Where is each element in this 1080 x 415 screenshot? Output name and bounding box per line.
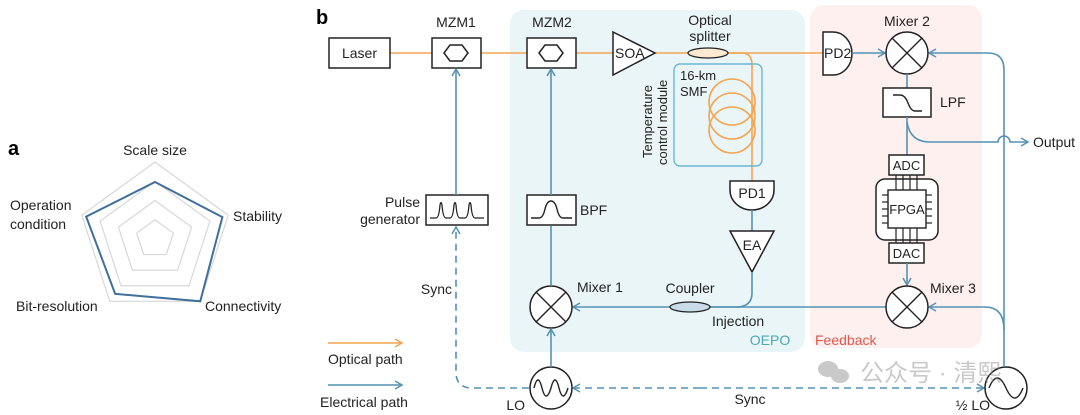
radar-grid	[81, 161, 229, 302]
sine-icon	[988, 377, 1024, 399]
photodetector-pd2	[822, 31, 853, 76]
lo-to-mixer3-line	[927, 302, 1005, 331]
fiber-coil	[708, 78, 756, 126]
pd1-label: PD1	[738, 185, 765, 201]
pulse-icon	[430, 201, 484, 219]
fiber-coil	[708, 92, 756, 140]
radar-grid-ring	[117, 199, 193, 271]
lo-oscillator	[529, 366, 573, 410]
axis-label-scale-size: Scale size	[123, 142, 187, 158]
lo-to-mixer2-line	[927, 48, 1005, 367]
axis-label-stability: Stability	[233, 208, 282, 224]
axis-label-connectivity: Connectivity	[205, 298, 281, 314]
bpf-box	[526, 194, 577, 226]
coupler	[669, 301, 711, 313]
mixer3	[885, 285, 929, 329]
radar-grid-ring	[135, 219, 175, 256]
pd2-label: PD2	[824, 45, 851, 61]
watermark-text: 公众号 · 清熙	[860, 360, 1001, 387]
sine-icon	[533, 379, 569, 397]
watermark: 公众号 · 清熙	[818, 360, 1001, 387]
fiber-label-2: SMF	[680, 84, 708, 99]
laser-box	[328, 37, 391, 69]
dac-label: DAC	[893, 246, 920, 261]
radar-series	[84, 180, 224, 303]
fpga-core	[887, 189, 927, 229]
bpf-label: BPF	[580, 202, 607, 218]
bandpass-icon	[531, 200, 572, 219]
splitter-label-1: Optical	[688, 12, 732, 28]
pulse-generator-label-2: generator	[360, 211, 420, 227]
fpga-pins	[882, 175, 932, 243]
lo-label: LO	[506, 397, 525, 413]
mzm2-label: MZM2	[532, 14, 572, 30]
radar-grid-ring	[81, 161, 229, 302]
axis-label-operation-line2: condition	[10, 216, 66, 232]
pulse-generator-label-1: Pulse	[385, 194, 420, 210]
modulator-icon	[443, 44, 469, 62]
half-lo-label: ½ LO	[956, 397, 990, 413]
soa-amplifier	[612, 30, 657, 77]
temperature-control-box	[673, 63, 763, 167]
legend-optical-label: Optical path	[328, 351, 403, 367]
temperature-label-2: control module	[655, 80, 670, 165]
oepo-region	[510, 10, 805, 352]
lpf-box	[882, 87, 932, 118]
electrical-amplifier	[728, 230, 776, 274]
mixer1	[529, 285, 573, 329]
injection-label: Injection	[712, 313, 764, 329]
panel-a-letter: a	[8, 138, 20, 160]
mzm1-label: MZM1	[436, 14, 476, 30]
coupler-label: Coupler	[665, 280, 714, 296]
mzm2-box	[526, 37, 577, 69]
splitter-label-2: splitter	[689, 28, 731, 44]
output-label: Output	[1033, 134, 1075, 150]
adc-label: ADC	[893, 158, 920, 173]
mixer2-label: Mixer 2	[884, 13, 930, 29]
mixer3-label: Mixer 3	[930, 280, 976, 296]
legend-electrical-label: Electrical path	[320, 394, 408, 410]
laser-label: Laser	[342, 45, 377, 61]
mixer2	[885, 31, 929, 75]
lowpass-icon	[893, 94, 922, 112]
temperature-label-1: Temperature	[640, 85, 655, 158]
adc-box	[888, 154, 925, 176]
radar-chart: a Scale size Stability Connectivity Bit-…	[8, 138, 282, 314]
axis-label-operation-line1: Operation	[10, 197, 71, 213]
panel-b-letter: b	[316, 7, 328, 29]
sync-label-left: Sync	[421, 281, 452, 297]
mzm1-box	[431, 37, 482, 69]
half-lo-oscillator	[984, 366, 1028, 410]
sync-label-bottom: Sync	[734, 391, 765, 407]
modulator-icon	[538, 44, 564, 62]
radar-grid-ring	[99, 180, 211, 287]
fiber-label-1: 16-km	[680, 68, 716, 83]
wechat-icon	[818, 361, 838, 377]
fiber-coil	[708, 106, 756, 154]
soa-label: SOA	[615, 45, 645, 61]
axis-label-bit-resolution: Bit-resolution	[16, 298, 98, 314]
ea-label: EA	[743, 237, 762, 253]
fpga-label: FPGA	[889, 202, 925, 217]
output-line	[906, 121, 1030, 147]
mixer1-label: Mixer 1	[577, 279, 623, 295]
oepo-label: OEPO	[750, 332, 791, 348]
feedback-label: Feedback	[815, 332, 877, 348]
photodetector-pd1	[729, 180, 775, 211]
optical-splitter	[687, 47, 729, 59]
optical-line-to-pd1	[728, 52, 753, 181]
lpf-label: LPF	[940, 94, 966, 110]
